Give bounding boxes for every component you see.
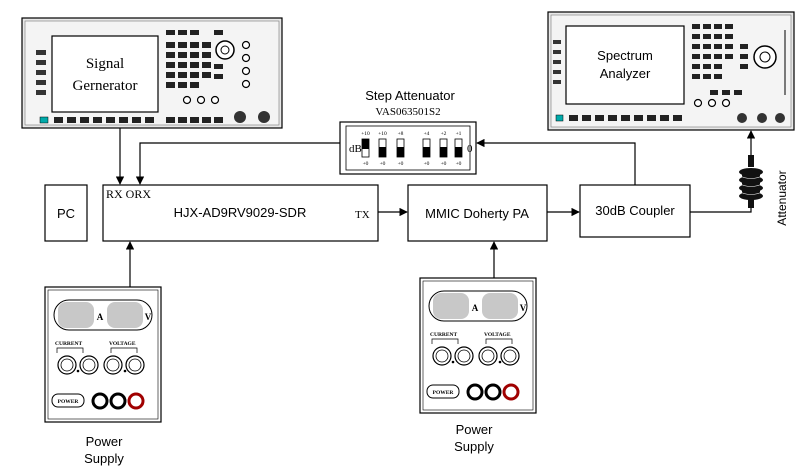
dip-switch: +8 +0 xyxy=(396,131,405,167)
step-attenuator-zero-label: 0 xyxy=(467,143,473,155)
voltmeter-unit-label: V xyxy=(520,303,527,313)
dip-switch-bottom-label: +0 xyxy=(441,161,447,167)
step-attenuator-db-label: dB xyxy=(349,143,362,155)
output-terminal-icon xyxy=(484,383,502,401)
attenuator-icon xyxy=(739,155,763,208)
dip-switch-top-label: +10 xyxy=(378,131,387,137)
sdr-block xyxy=(102,184,379,242)
voltage-label: VOLTAGE xyxy=(109,341,136,347)
dip-switch-top-label: +2 xyxy=(441,131,447,137)
power-supply-2-label-1: Power xyxy=(456,422,494,437)
signal-generator-screen xyxy=(51,35,159,113)
dip-switch: +2 +0 xyxy=(439,131,448,167)
pa-block xyxy=(407,184,548,242)
power-button xyxy=(51,393,85,408)
current-label: CURRENT xyxy=(55,341,83,347)
spectrum-analyzer-label-2: Analyzer xyxy=(600,66,651,81)
coupler-block xyxy=(579,184,691,238)
step-attenuator-title: Step Attenuator xyxy=(365,88,455,103)
dip-switch-top-label: +4 xyxy=(424,131,430,137)
dip-switch-bottom-label: +0 xyxy=(380,161,386,167)
voltage-label: VOLTAGE xyxy=(484,332,511,338)
current-label: CURRENT xyxy=(430,332,458,338)
spectrum-analyzer-screen xyxy=(565,25,685,105)
voltmeter-unit-label: V xyxy=(145,312,152,322)
sdr-tx-label: TX xyxy=(355,209,370,221)
step-attenuator-model: VAS063501S2 xyxy=(375,106,440,118)
output-terminal-icon xyxy=(127,392,145,410)
output-terminal-icon xyxy=(91,392,109,410)
coupler-to-attenuator-line xyxy=(690,208,752,213)
ammeter-unit-label: A xyxy=(472,303,479,313)
dip-switch: +10 +0 xyxy=(361,131,370,167)
dip-switch-bottom-label: +0 xyxy=(424,161,430,167)
coupler-to-step-attenuator-arrow xyxy=(476,138,636,185)
dip-switch-top-label: +8 xyxy=(398,131,404,137)
dip-switch-bottom-label: +0 xyxy=(456,161,462,167)
spectrum-analyzer: Spectrum Analyzer xyxy=(547,11,795,131)
attenuator-label: Attenuator xyxy=(775,170,789,225)
output-terminal-icon xyxy=(109,392,127,410)
spectrum-analyzer-label-1: Spectrum xyxy=(597,48,653,63)
attenuator-to-orx-arrow xyxy=(135,142,340,185)
output-terminal-icon xyxy=(466,383,484,401)
dip-switch-top-label: +1 xyxy=(456,131,462,137)
ammeter-unit-label: A xyxy=(97,312,104,322)
sdr-name-label: HJX-AD9RV9029-SDR xyxy=(174,205,307,220)
step-attenuator: Step Attenuator VAS063501S2 dB 0 +10+0+1… xyxy=(339,88,477,175)
pc-label: PC xyxy=(57,206,75,221)
pc-block xyxy=(44,184,88,242)
power-button xyxy=(426,384,460,399)
power-supply-2: A V CURRENT VOLTAGE POWER xyxy=(419,277,537,414)
dip-switch: +1 +0 xyxy=(454,131,463,167)
dip-switch-bottom-label: +0 xyxy=(398,161,404,167)
dip-switch-top-label: +10 xyxy=(361,131,370,137)
power-button-label: POWER xyxy=(433,390,455,396)
dip-switch: +4 +0 xyxy=(422,131,431,167)
power-supply-1: A V CURRENT VOLTAGE POWER xyxy=(44,286,162,423)
signal-generator: Signal Gernerator xyxy=(21,17,283,129)
sdr-ports-label: RX ORX xyxy=(106,187,151,201)
power-supply-1-label-2: Supply xyxy=(84,451,124,466)
signal-generator-label-1: Signal xyxy=(86,56,124,72)
coupler-label: 30dB Coupler xyxy=(595,203,675,218)
pa-label: MMIC Doherty PA xyxy=(425,206,529,221)
power-supply-1-label-1: Power xyxy=(86,434,124,449)
dip-switch-bottom-label: +0 xyxy=(363,161,369,167)
output-terminal-icon xyxy=(502,383,520,401)
dip-switch: +10 +0 xyxy=(378,131,387,167)
signal-generator-label-2: Gernerator xyxy=(73,78,138,94)
power-supply-2-label-2: Supply xyxy=(454,439,494,454)
power-button-label: POWER xyxy=(58,399,80,405)
